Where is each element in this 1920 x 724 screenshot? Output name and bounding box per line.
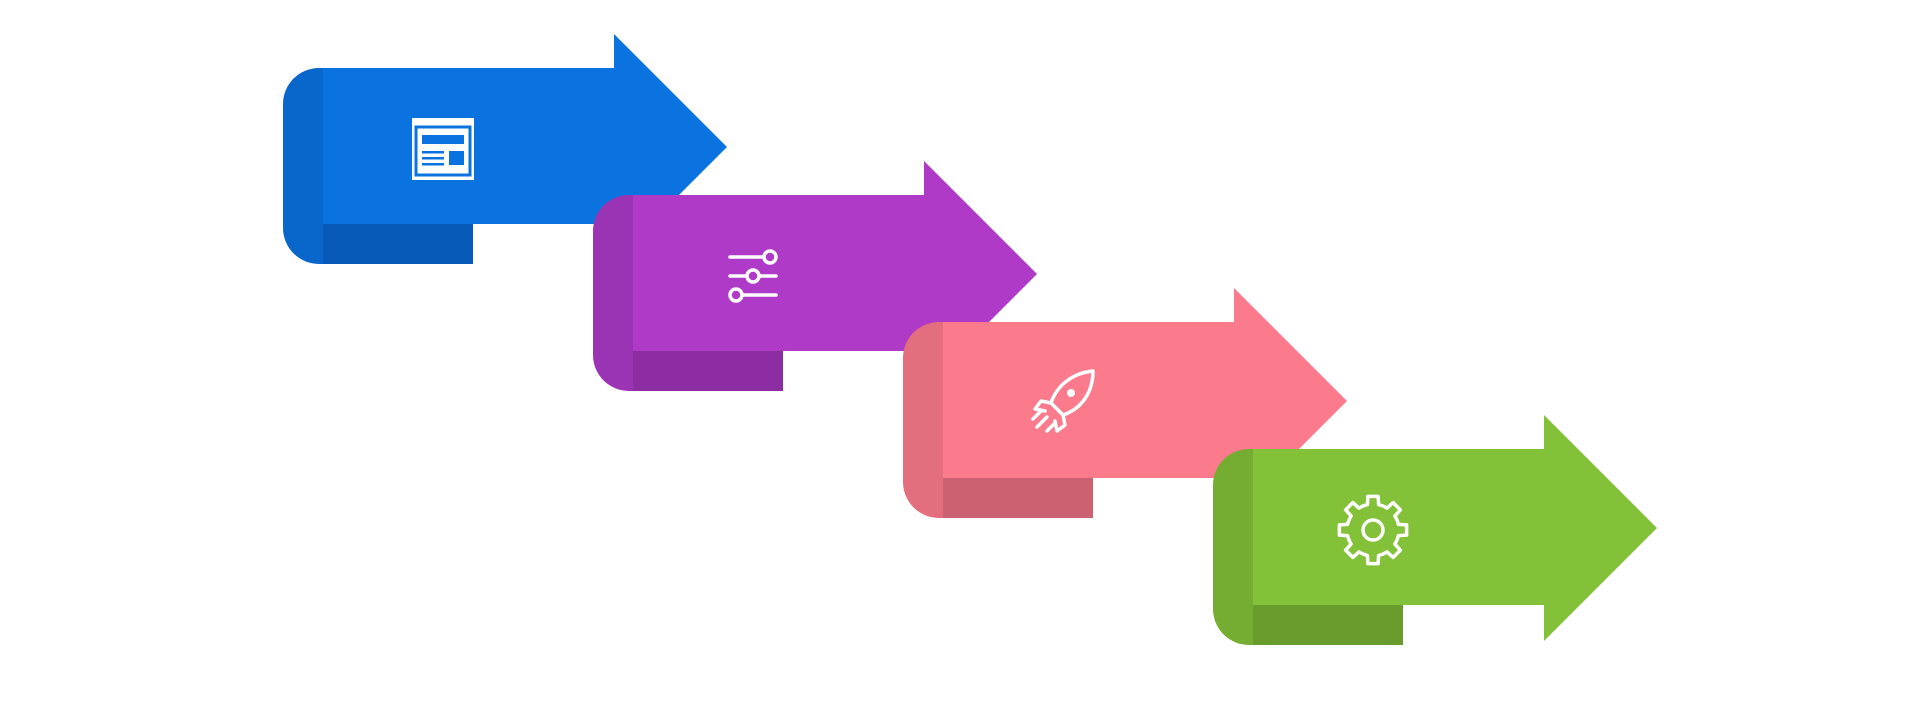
step-3-fold bbox=[903, 322, 943, 518]
step-3-shadow bbox=[923, 478, 1093, 518]
step-1-fold bbox=[283, 68, 323, 264]
step-4-arrow-body bbox=[1253, 415, 1657, 641]
newspaper-icon bbox=[412, 118, 474, 180]
step-4-arrow bbox=[1213, 415, 1657, 645]
step-2-fold bbox=[593, 195, 633, 391]
step-1-shadow bbox=[303, 224, 473, 264]
step-4-fold bbox=[1213, 449, 1253, 645]
step-4-shadow bbox=[1233, 605, 1403, 645]
step-2-shadow bbox=[613, 351, 783, 391]
rocket-icon bbox=[1031, 369, 1095, 433]
step-2-arrow bbox=[593, 161, 1037, 391]
sliders-icon bbox=[728, 249, 778, 303]
gear-icon bbox=[1337, 494, 1409, 566]
